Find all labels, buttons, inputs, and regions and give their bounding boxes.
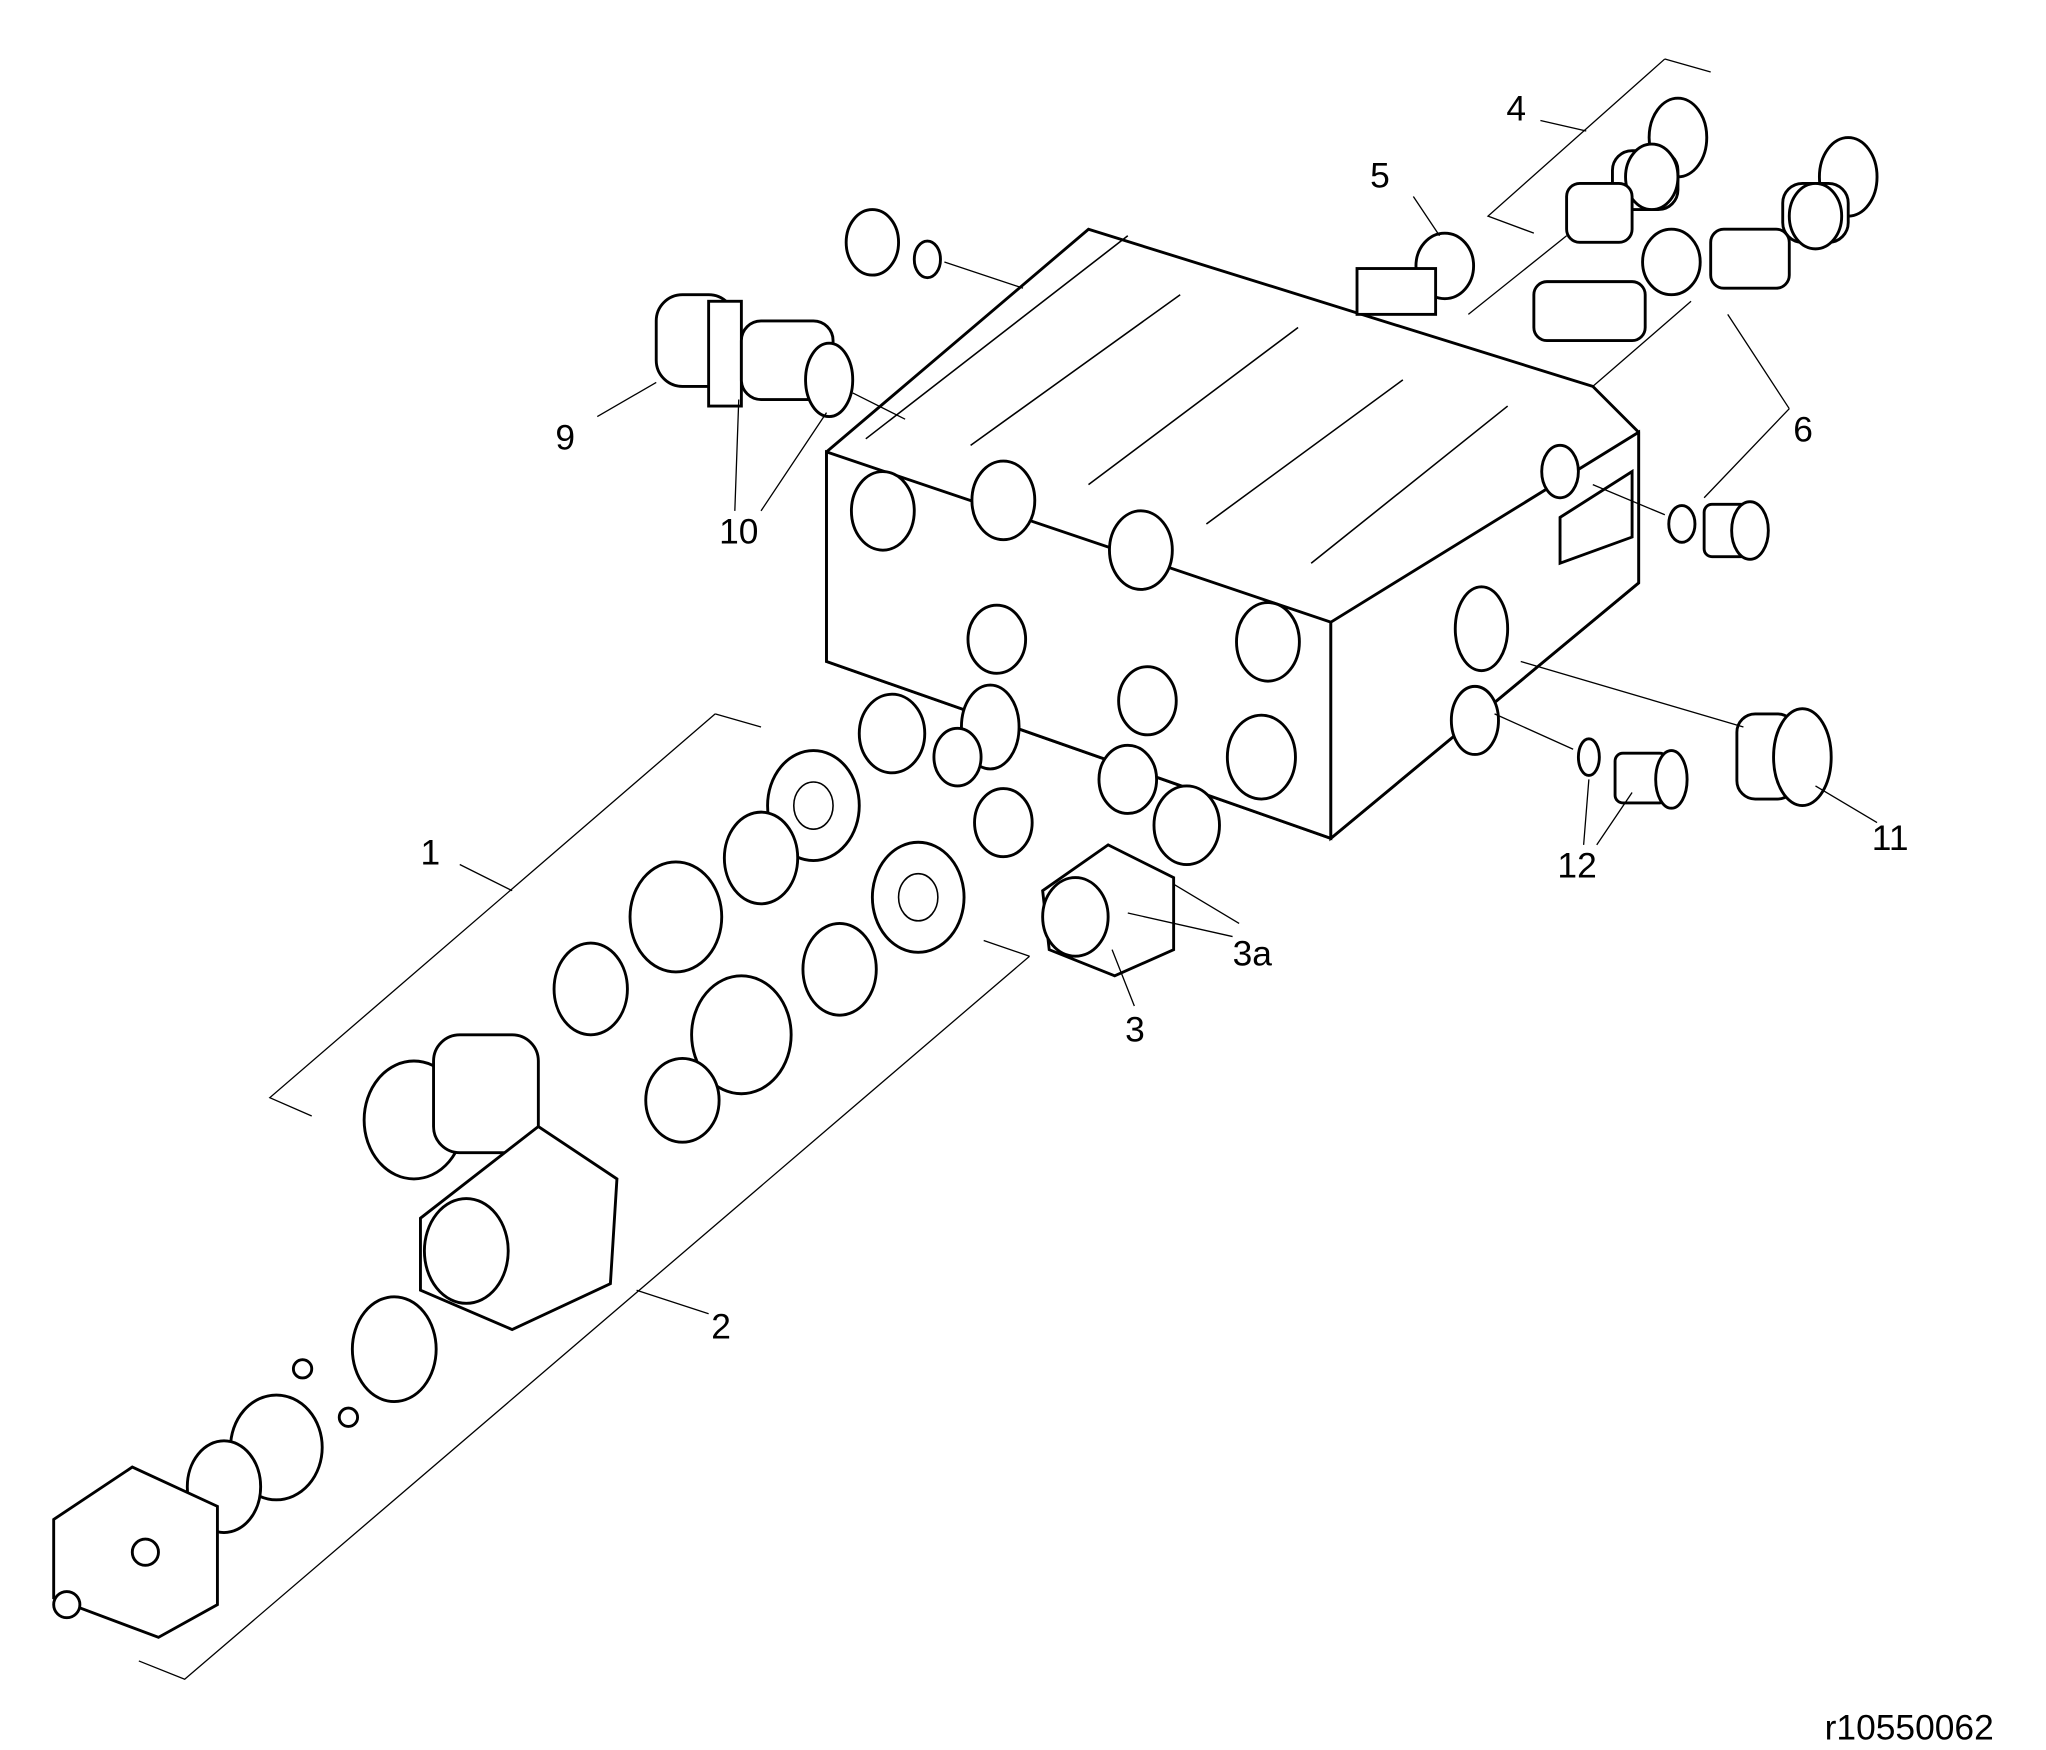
callout-3a: 3a [1233,934,1273,973]
callout-4: 4 [1506,90,1526,129]
callout-6: 6 [1793,410,1813,449]
callout-12: 12 [1557,847,1596,886]
callout-5: 5 [1370,156,1390,195]
upper-parts [654,96,1879,561]
callout-10: 10 [719,513,758,552]
right-plugs [1494,660,1833,810]
callout-2: 2 [711,1308,731,1347]
callout-3: 3 [1125,1010,1145,1049]
reference-id: r10550062 [1825,1709,1994,1748]
lower-assemblies [52,683,1221,1639]
callout-11: 11 [1872,819,1909,858]
callout-1: 1 [420,834,440,873]
valve-block [825,227,1641,842]
callout-9: 9 [555,418,575,457]
leader-lines [138,58,1878,1681]
